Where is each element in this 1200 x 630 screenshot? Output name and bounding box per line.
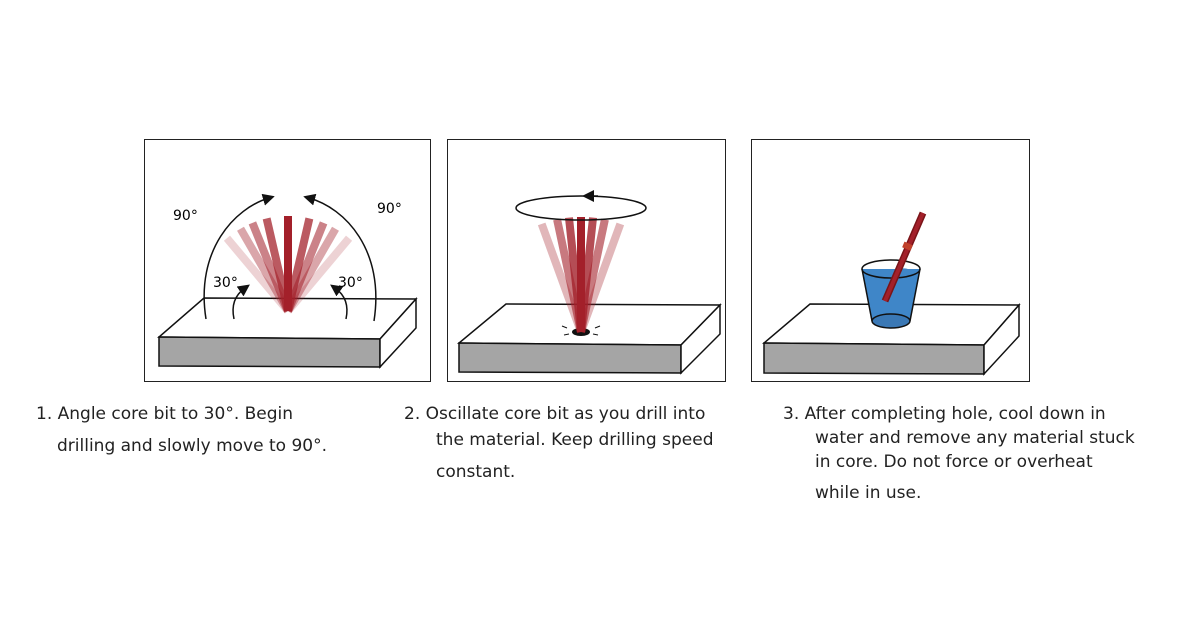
caption-line: 1. Angle core bit to 30°. Begin [36,404,294,424]
label-30-right: 30° [338,275,363,291]
core-bit-fan [223,216,353,314]
core-bit [284,226,339,313]
step-2-caption: 2. Oscillate core bit as you drill into … [404,402,713,484]
label-90-left: 90° [173,208,198,224]
caption-line: 2. Oscillate core bit as you drill into [404,404,706,424]
caption-line: constant. [436,462,516,482]
core-bit [577,222,625,334]
caption-line: while in use. [815,483,922,503]
slab [157,297,418,369]
panel-oscillate [447,139,726,382]
core-bit [284,216,292,311]
caption-line: 3. After completing hole, cool down in [783,404,1106,424]
caption-line: drilling and slowly move to 90°. [57,436,327,456]
angle-bit-illustration: 90° 90° 30° 30° [157,193,418,369]
label-30-left: 30° [213,275,238,291]
core-bit [284,221,328,313]
core-bit [223,235,292,314]
core-bit [577,217,585,332]
rotation-ellipse [515,195,647,221]
caption-line: water and remove any material stuck [815,428,1135,448]
slab [456,303,722,375]
core-bit [577,218,609,333]
debris-marks [561,325,601,336]
core-bit [881,211,927,303]
water-cup [861,259,921,329]
caption-line: in core. Do not force or overheat [815,452,1093,472]
small-arrow-right [330,284,348,320]
oscillate-illustration [456,190,722,375]
small-arrow-left [232,284,250,320]
panel-angle-bit: 90° 90° 30° 30° [144,139,431,382]
arc-arrow-left [203,193,275,320]
cool-down-illustration [761,211,1021,376]
panel-cool-down [751,139,1030,382]
step-3-caption: 3. After completing hole, cool down in w… [783,402,1135,505]
step-1-caption: 1. Angle core bit to 30°. Begin drilling… [36,402,327,458]
core-bit [284,235,353,314]
caption-line: the material. Keep drilling speed [436,430,714,450]
core-bit-fan [537,217,625,334]
label-90-right: 90° [377,201,402,217]
arc-arrow-right [303,193,377,322]
